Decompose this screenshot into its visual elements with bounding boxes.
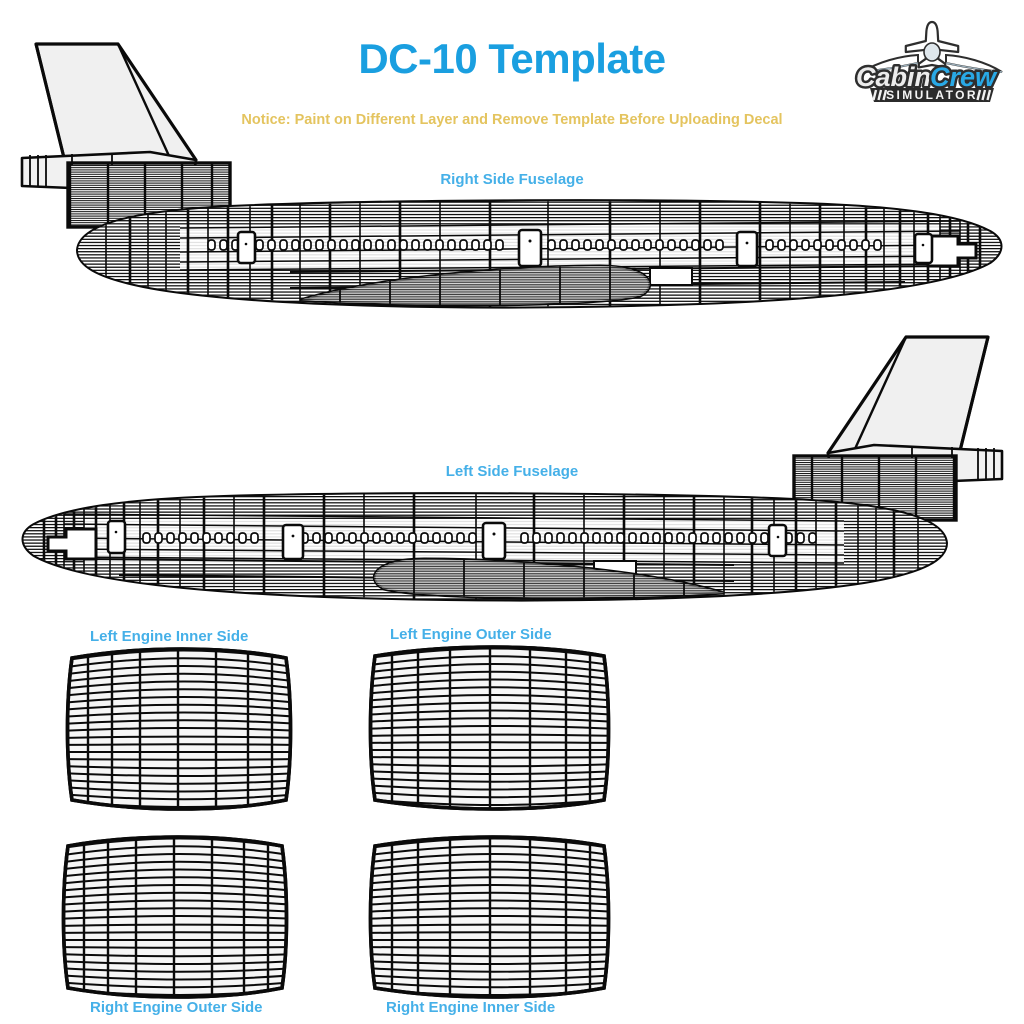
right-side-fuselage-art xyxy=(20,42,1003,309)
logo-subtitle: SIMULATOR xyxy=(886,88,978,102)
label-right-engine-inner-side: Right Engine Inner Side xyxy=(386,999,556,1016)
label-right-side-fuselage: Right Side Fuselage xyxy=(440,171,584,188)
logo-banner: SIMULATOR xyxy=(870,88,994,102)
right-engine-inner-side-art xyxy=(368,835,611,999)
logo-word-one-outline: Cabin xyxy=(856,62,931,92)
left-side-fuselage-art xyxy=(21,335,1004,602)
page-title: DC-10 Template xyxy=(358,35,666,82)
label-right-engine-outer-side: Right Engine Outer Side xyxy=(90,999,263,1016)
airplane-icon xyxy=(861,20,1003,73)
right-engine-outer-side-art xyxy=(61,835,289,999)
label-left-engine-inner-side: Left Engine Inner Side xyxy=(90,628,249,645)
cabincrew-simulator-logo: Cabin Cabin Crew Crew SIMULATOR xyxy=(848,16,1016,102)
doors-left xyxy=(106,519,788,561)
label-left-side-fuselage: Left Side Fuselage xyxy=(445,463,579,480)
label-left-engine-outer-side: Left Engine Outer Side xyxy=(390,626,552,643)
fuselage-body-right xyxy=(75,199,1003,309)
logo-word-two: Crew xyxy=(930,62,998,92)
notice-text: Notice: Paint on Different Layer and Rem… xyxy=(241,112,783,128)
wing-root-fairing-left xyxy=(372,557,725,600)
left-engine-outer-side-art xyxy=(368,645,611,811)
left-engine-inner-side-art xyxy=(65,647,293,811)
logo-word-one: Cabin xyxy=(856,62,931,92)
doors-right xyxy=(236,228,934,268)
